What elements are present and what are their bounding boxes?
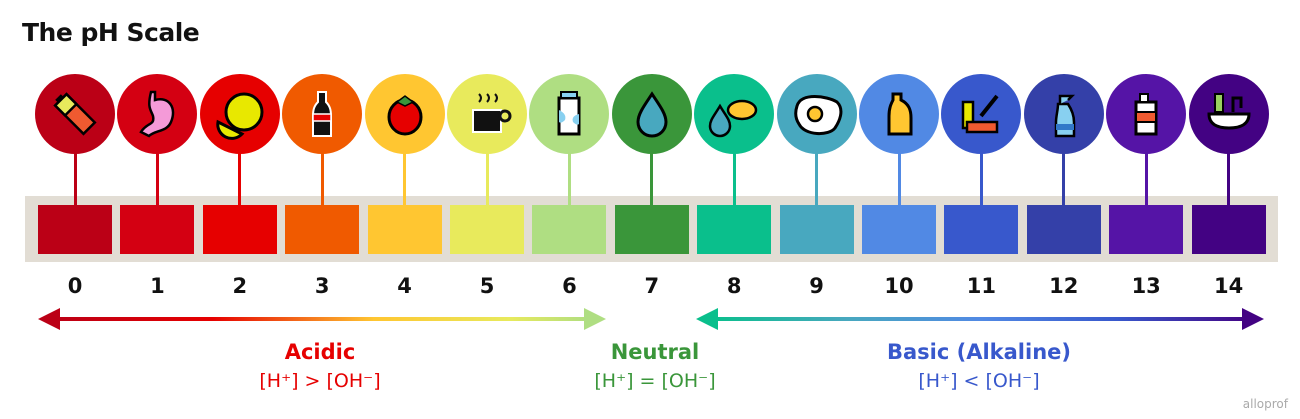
neutral-title: Neutral xyxy=(610,340,700,364)
ph-value-label: 1 xyxy=(150,274,165,298)
ph-6-example-circle xyxy=(529,74,610,154)
basic-formula: [H⁺] < [OH⁻] xyxy=(918,370,1040,392)
ph-10-example-circle xyxy=(859,74,939,154)
connector-line xyxy=(567,150,571,206)
ph-12-color-swatch xyxy=(1026,205,1101,254)
ph-1-example-circle xyxy=(117,74,198,154)
ph-5-example-circle xyxy=(447,74,527,154)
ph-value-label: 2 xyxy=(232,274,248,298)
connector-line xyxy=(73,150,77,206)
ph-13-example-circle xyxy=(1106,74,1187,154)
connector-line xyxy=(815,150,819,206)
alloprof-logo: alloprof xyxy=(1242,397,1288,411)
hair-dye-icon xyxy=(962,94,999,134)
ph-value-label: 14 xyxy=(1213,274,1244,298)
ph-value-label: 12 xyxy=(1049,274,1079,298)
connector-line xyxy=(650,150,654,206)
connector-line xyxy=(485,150,489,206)
tomato-icon xyxy=(387,95,423,136)
ph-11-color-swatch xyxy=(944,205,1019,254)
connector-line xyxy=(1227,150,1231,206)
ph-11-example-circle xyxy=(941,74,1022,154)
connector-line xyxy=(403,150,407,206)
ph-12-example-circle xyxy=(1023,74,1104,154)
ph-5-color-swatch xyxy=(450,205,524,254)
ph-value-label: 6 xyxy=(562,274,577,298)
ph-9-color-swatch xyxy=(779,205,854,254)
ph-1-color-swatch xyxy=(120,205,195,254)
acidic-formula: [H⁺] > [OH⁻] xyxy=(259,370,381,392)
basic-label: Basic (Alkaline) [H⁺] < [OH⁻] xyxy=(829,340,1129,392)
soda-bottle-icon xyxy=(312,91,333,137)
spray-cleaner-icon xyxy=(1054,94,1076,138)
ph-6-color-swatch xyxy=(532,205,607,254)
coffee-icon xyxy=(472,93,512,133)
ph-8-color-swatch xyxy=(697,205,772,254)
ph-0-color-swatch xyxy=(38,205,112,254)
drain-cleaner-icon xyxy=(1207,93,1251,130)
ph-14-example-circle xyxy=(1188,74,1269,154)
egg-icon xyxy=(793,95,843,135)
water-drop-icon xyxy=(636,91,668,138)
ph-7-example-circle xyxy=(611,74,692,154)
stomach-icon xyxy=(139,90,175,138)
basic-title: Basic (Alkaline) xyxy=(886,340,1071,364)
ph-7-color-swatch xyxy=(614,205,689,254)
ph-3-color-swatch xyxy=(285,205,360,254)
connector-line xyxy=(979,150,983,206)
seawater-fish-icon xyxy=(708,99,758,138)
acidic-label: Acidic [H⁺] > [OH⁻] xyxy=(170,340,470,392)
milk-icon xyxy=(557,91,581,136)
ph-2-color-swatch xyxy=(202,205,277,254)
ph-2-example-circle xyxy=(199,74,280,154)
ph-4-example-circle xyxy=(364,74,445,154)
connector-line xyxy=(897,150,901,206)
ph-0-example-circle xyxy=(35,74,115,154)
connector-line xyxy=(1144,150,1148,206)
battery-icon xyxy=(53,92,97,136)
ph-10-color-swatch xyxy=(862,205,936,254)
ph-value-label: 10 xyxy=(884,274,914,298)
ph-value-label: 7 xyxy=(644,274,660,298)
ph-3-example-circle xyxy=(282,74,363,154)
connector-line xyxy=(320,150,324,206)
ph-value-label: 11 xyxy=(966,274,996,298)
connector-line xyxy=(1062,150,1066,206)
ph-4-color-swatch xyxy=(367,205,442,254)
acidic-arrow xyxy=(38,308,1264,330)
ph-9-example-circle xyxy=(776,74,857,154)
page-title: The pH Scale xyxy=(22,18,200,47)
acidic-title: Acidic xyxy=(284,340,356,364)
ph-value-label: 3 xyxy=(314,274,330,298)
ph-value-label: 8 xyxy=(726,274,742,298)
ph-value-label: 0 xyxy=(67,274,83,298)
connector-line xyxy=(732,150,736,206)
ph-value-label: 5 xyxy=(479,274,495,298)
ph-8-example-circle xyxy=(694,74,775,154)
connector-line xyxy=(155,150,159,206)
connector-line xyxy=(238,150,242,206)
neutral-label: Neutral [H⁺] = [OH⁻] xyxy=(505,340,805,392)
ph-14-color-swatch xyxy=(1191,205,1266,254)
ph-13-color-swatch xyxy=(1109,205,1184,254)
ph-value-label: 9 xyxy=(809,274,824,298)
neutral-formula: [H⁺] = [OH⁻] xyxy=(594,370,716,392)
ph-value-label: 13 xyxy=(1131,274,1161,298)
ph-value-label: 4 xyxy=(397,274,412,298)
detergent-icon xyxy=(887,92,913,136)
lemon-icon xyxy=(216,92,264,140)
bleach-icon xyxy=(1134,93,1158,136)
